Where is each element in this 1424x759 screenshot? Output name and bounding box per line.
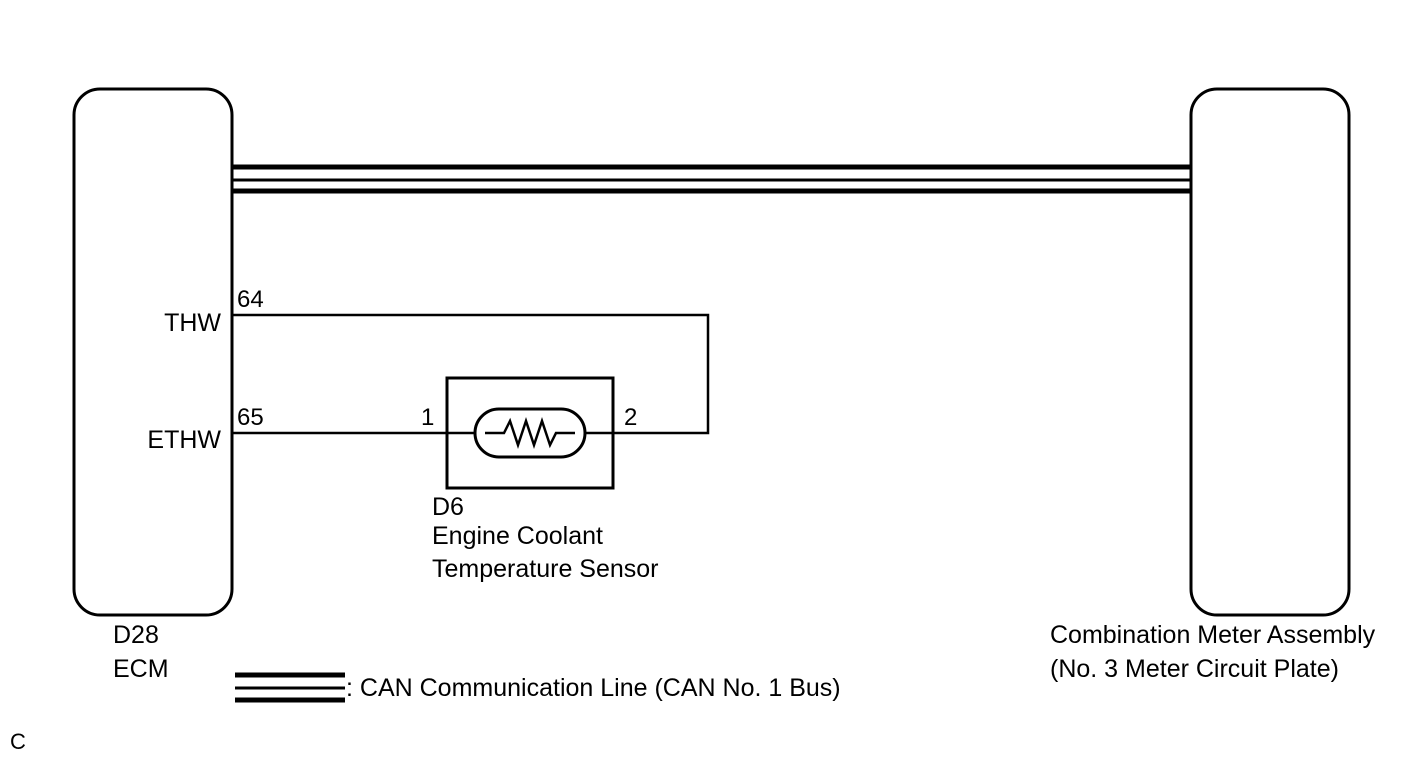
sensor-pin-1: 1 xyxy=(421,404,435,431)
ecm-pin-65: 65 xyxy=(237,404,264,431)
thw-wire xyxy=(232,313,710,435)
ecm-signal-thw: THW xyxy=(164,309,221,337)
sensor-pin-2: 2 xyxy=(624,404,638,431)
ecm-box xyxy=(72,87,234,617)
ecm-connector-label: D28 xyxy=(113,621,159,649)
corner-code: C xyxy=(10,729,26,754)
can-bus-line xyxy=(232,164,1191,194)
combination-meter-box xyxy=(1189,87,1351,617)
meter-name-line2: (No. 3 Meter Circuit Plate) xyxy=(1050,655,1339,683)
meter-name-line1: Combination Meter Assembly xyxy=(1050,621,1376,649)
ecm-pin-64: 64 xyxy=(237,286,264,313)
ecm-name-label: ECM xyxy=(113,655,169,683)
ecm-signal-ethw: ETHW xyxy=(147,426,221,454)
legend-can-symbol xyxy=(235,672,345,703)
sensor-name-line2: Temperature Sensor xyxy=(432,555,659,583)
sensor-connector-label: D6 xyxy=(432,493,464,521)
sensor-name-line1: Engine Coolant xyxy=(432,522,603,550)
legend-text: : CAN Communication Line (CAN No. 1 Bus) xyxy=(346,674,841,702)
thermistor-icon xyxy=(473,407,587,459)
